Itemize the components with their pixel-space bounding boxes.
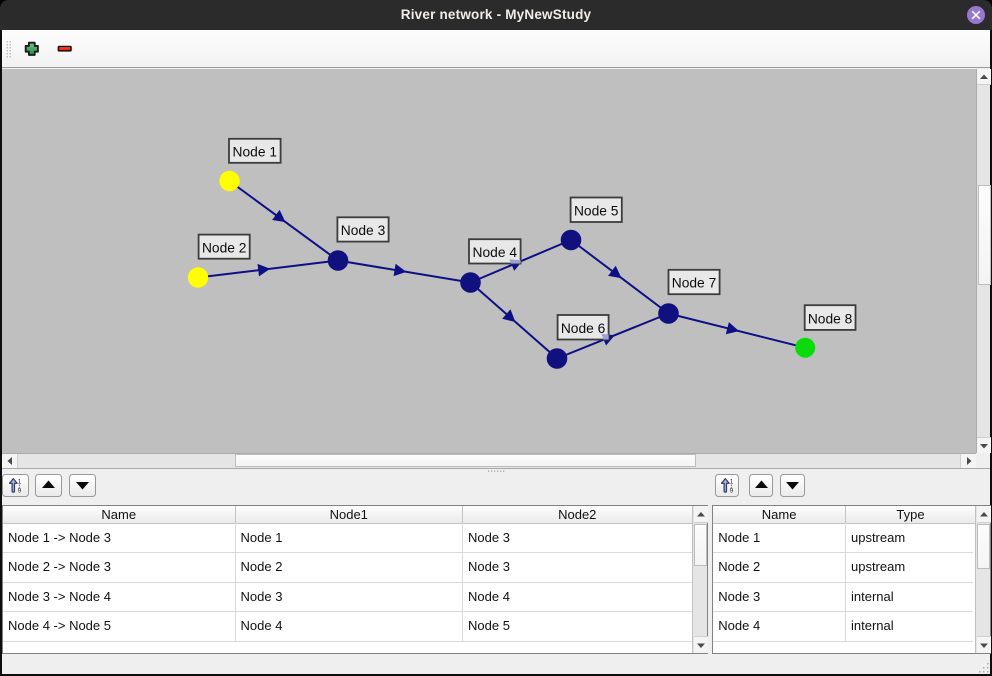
svg-text:Node 2: Node 2 — [202, 240, 247, 255]
svg-text:9: 9 — [18, 487, 22, 494]
svg-text:Node 8: Node 8 — [808, 311, 853, 326]
svg-text:Node 4: Node 4 — [473, 245, 518, 260]
svg-text:Node 5: Node 5 — [574, 203, 619, 218]
svg-text:1: 1 — [729, 478, 733, 485]
svg-text:9: 9 — [729, 487, 733, 494]
svg-text:Node 7: Node 7 — [672, 276, 717, 291]
svg-text:1: 1 — [18, 478, 22, 485]
svg-text:Node 1: Node 1 — [233, 144, 278, 159]
svg-text:Node 6: Node 6 — [561, 321, 606, 336]
svg-text:Node 3: Node 3 — [341, 223, 386, 238]
